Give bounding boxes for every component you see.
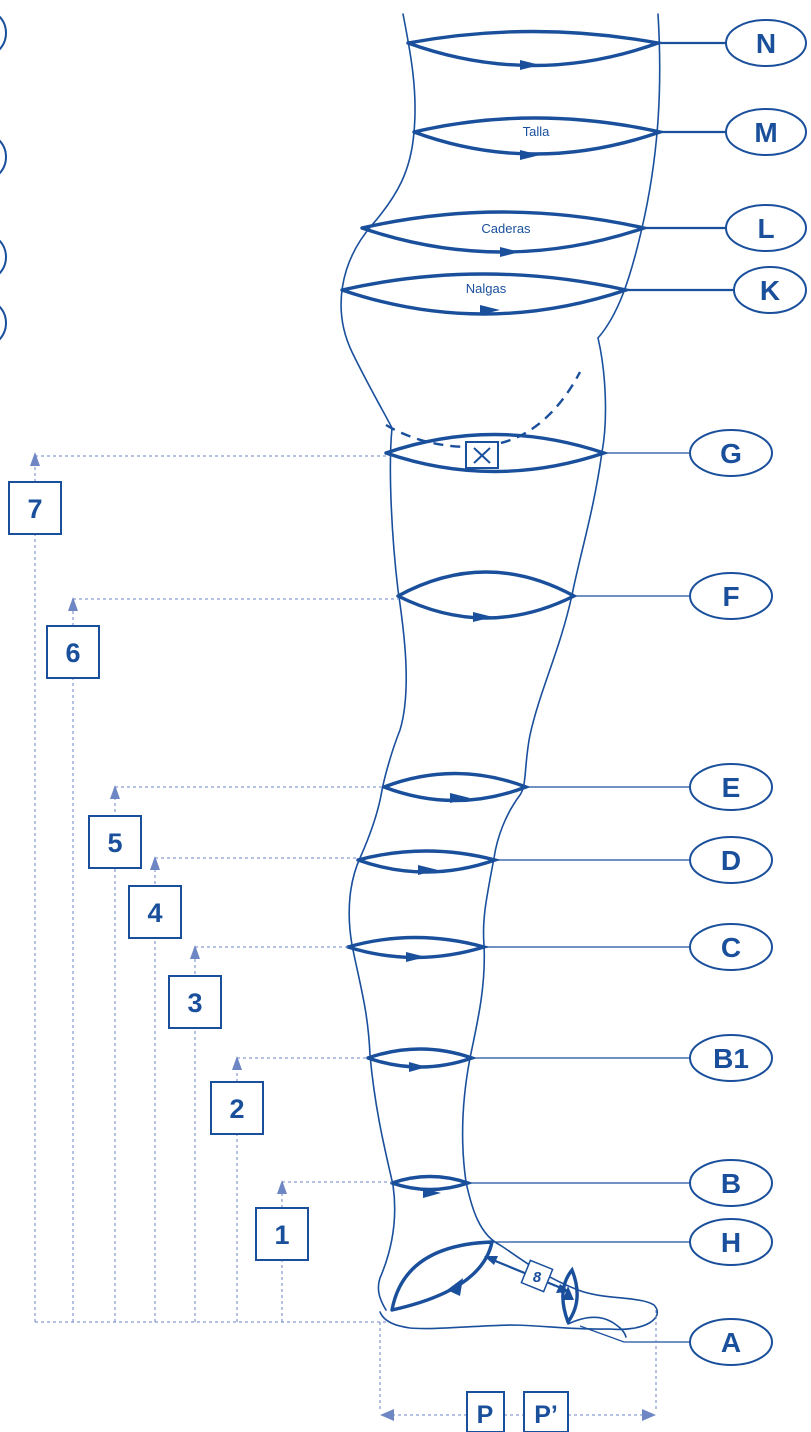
svg-text:H: H xyxy=(721,1227,741,1258)
marker-B: B xyxy=(689,1159,773,1207)
right-leg-contour xyxy=(379,337,659,1331)
height-box-1: 1 xyxy=(255,1207,309,1261)
label-caderas: Caderas xyxy=(481,221,531,236)
label-talla: Talla xyxy=(523,124,551,139)
marker-D: D xyxy=(689,836,773,884)
band-A xyxy=(561,1266,579,1324)
height-box-3: 3 xyxy=(168,975,222,1029)
box-P: P xyxy=(466,1391,505,1432)
svg-text:G: G xyxy=(720,438,742,469)
label-nalgas: Nalgas xyxy=(466,281,507,296)
svg-text:6: 6 xyxy=(65,638,80,668)
svg-text:L: L xyxy=(757,213,774,244)
groin-marker-box xyxy=(465,441,499,469)
band-M xyxy=(412,116,667,156)
instep-box-8 xyxy=(520,1259,554,1293)
left-leg-contour xyxy=(348,427,407,1311)
marker-C: C xyxy=(689,923,773,971)
height-boxes: 7 6 5 4 3 2 1 xyxy=(8,481,309,1261)
svg-text:F: F xyxy=(722,581,739,612)
svg-text:P’: P’ xyxy=(534,1401,558,1429)
band-K xyxy=(340,272,633,316)
cropped-circle-2 xyxy=(0,139,7,175)
svg-text:5: 5 xyxy=(107,828,122,858)
svg-text:K: K xyxy=(760,275,780,306)
marker-H: H xyxy=(689,1218,773,1266)
svg-text:3: 3 xyxy=(187,988,202,1018)
marker-N: N xyxy=(725,19,807,67)
height-box-4: 4 xyxy=(128,885,182,939)
height-guides xyxy=(30,452,398,1323)
svg-text:E: E xyxy=(722,772,741,803)
marker-K: K xyxy=(733,266,807,314)
svg-text:4: 4 xyxy=(147,898,162,928)
band-B1 xyxy=(366,1047,478,1069)
band-N xyxy=(406,29,665,68)
band-H xyxy=(390,1240,495,1312)
instep-label-8: 8 xyxy=(533,1269,542,1286)
band-F xyxy=(396,570,578,620)
height-box-5: 5 xyxy=(88,815,142,869)
band-L xyxy=(360,210,651,254)
svg-text:B: B xyxy=(721,1168,741,1199)
height-box-7: 7 xyxy=(8,481,62,535)
svg-text:C: C xyxy=(721,932,741,963)
right-markers: N M L K G F E D xyxy=(689,19,807,1366)
marker-A: A xyxy=(689,1318,773,1366)
right-torso-contour xyxy=(597,13,661,339)
marker-F: F xyxy=(689,572,773,620)
cropped-circle-1 xyxy=(0,15,7,51)
svg-text:N: N xyxy=(756,28,776,59)
svg-text:A: A xyxy=(721,1327,741,1358)
cropped-circles xyxy=(0,15,7,341)
height-box-6: 6 xyxy=(46,625,100,679)
svg-text:B1: B1 xyxy=(713,1043,749,1074)
groin-marker xyxy=(465,441,499,469)
band-B xyxy=(390,1174,474,1192)
marker-E: E xyxy=(689,763,773,811)
marker-G: G xyxy=(689,429,773,477)
marker-B1: B1 xyxy=(689,1034,773,1082)
toe-contour xyxy=(567,1316,627,1338)
svg-text:1: 1 xyxy=(274,1220,289,1250)
svg-text:D: D xyxy=(721,845,741,876)
box-P-prime: P’ xyxy=(523,1391,569,1432)
svg-text:M: M xyxy=(754,117,777,148)
cropped-circle-4 xyxy=(0,305,7,341)
svg-text:2: 2 xyxy=(229,1094,244,1124)
svg-text:P: P xyxy=(477,1401,494,1429)
leader-lines xyxy=(468,41,734,1343)
foot-length-dimension: P P’ xyxy=(379,1310,657,1432)
instep-measure-8: 8 xyxy=(484,1256,570,1293)
cropped-circle-3 xyxy=(0,239,7,275)
height-box-2: 2 xyxy=(210,1081,264,1135)
svg-text:7: 7 xyxy=(27,494,42,524)
marker-L: L xyxy=(725,204,807,252)
marker-M: M xyxy=(725,108,807,156)
